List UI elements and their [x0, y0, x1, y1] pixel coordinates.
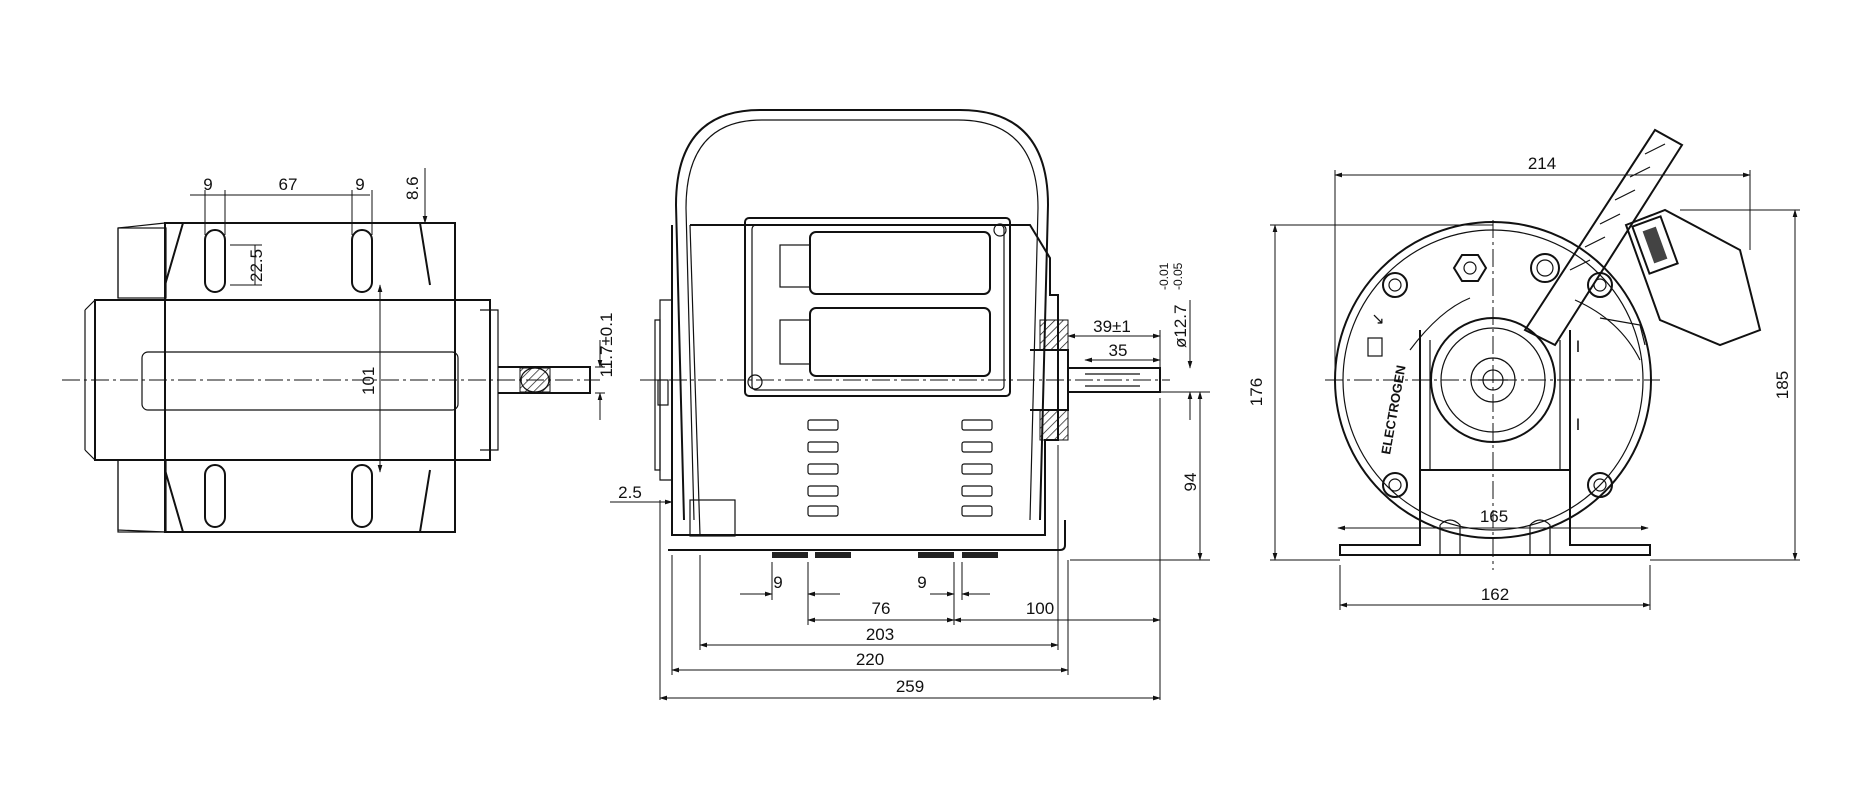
right-view: ↘ 214 176 185 165 162 E — [1247, 128, 1800, 610]
dim-height-left: 176 — [1247, 378, 1266, 406]
svg-text:↘: ↘ — [1371, 311, 1384, 328]
left-view: 9 67 9 8.6 22.5 101 11.7±0.1 — [62, 168, 616, 533]
dim-shaft-center: 11.7±0.1 — [597, 313, 616, 378]
dim-foot-a: 9 — [773, 573, 782, 592]
brand-label: ELECTROGEN — [1378, 364, 1408, 456]
dim-shaft-dia: ø12.7 — [1171, 305, 1190, 348]
dim-slot-len: 22.5 — [247, 249, 266, 282]
mark-2: I — [1576, 415, 1581, 434]
dim-overall-203: 203 — [866, 625, 894, 644]
dim-width-top: 214 — [1528, 154, 1556, 173]
dim-slot-w-b: 9 — [355, 175, 364, 194]
dim-inner-width: 165 — [1480, 507, 1508, 526]
dim-overall-259: 259 — [896, 677, 924, 696]
front-view: 39±1 35 ø12.7 -0.01 -0.05 94 2.5 9 9 76 … — [610, 109, 1210, 701]
dim-shaft-len: 39±1 — [1093, 317, 1131, 336]
dim-slot-w-a: 9 — [203, 175, 212, 194]
dim-shaft-to-foot: 100 — [1026, 599, 1054, 618]
dim-rim: 2.5 — [618, 483, 642, 502]
dim-height-right: 185 — [1773, 371, 1792, 399]
dim-base-width: 162 — [1481, 585, 1509, 604]
dim-overall-220: 220 — [856, 650, 884, 669]
dim-shaft-tol-lower: -0.05 — [1171, 262, 1185, 290]
mark-1: I — [1576, 337, 1581, 356]
dim-slot-pitch: 67 — [279, 175, 298, 194]
dim-foot-b: 9 — [917, 573, 926, 592]
dim-mount-span: 101 — [359, 367, 378, 395]
dim-top-offset: 8.6 — [403, 176, 422, 200]
dim-center-height: 94 — [1181, 473, 1200, 492]
dim-shaft-tol-upper: -0.01 — [1157, 262, 1171, 290]
dim-foot-pitch: 76 — [872, 599, 891, 618]
dim-key-len: 35 — [1109, 341, 1128, 360]
